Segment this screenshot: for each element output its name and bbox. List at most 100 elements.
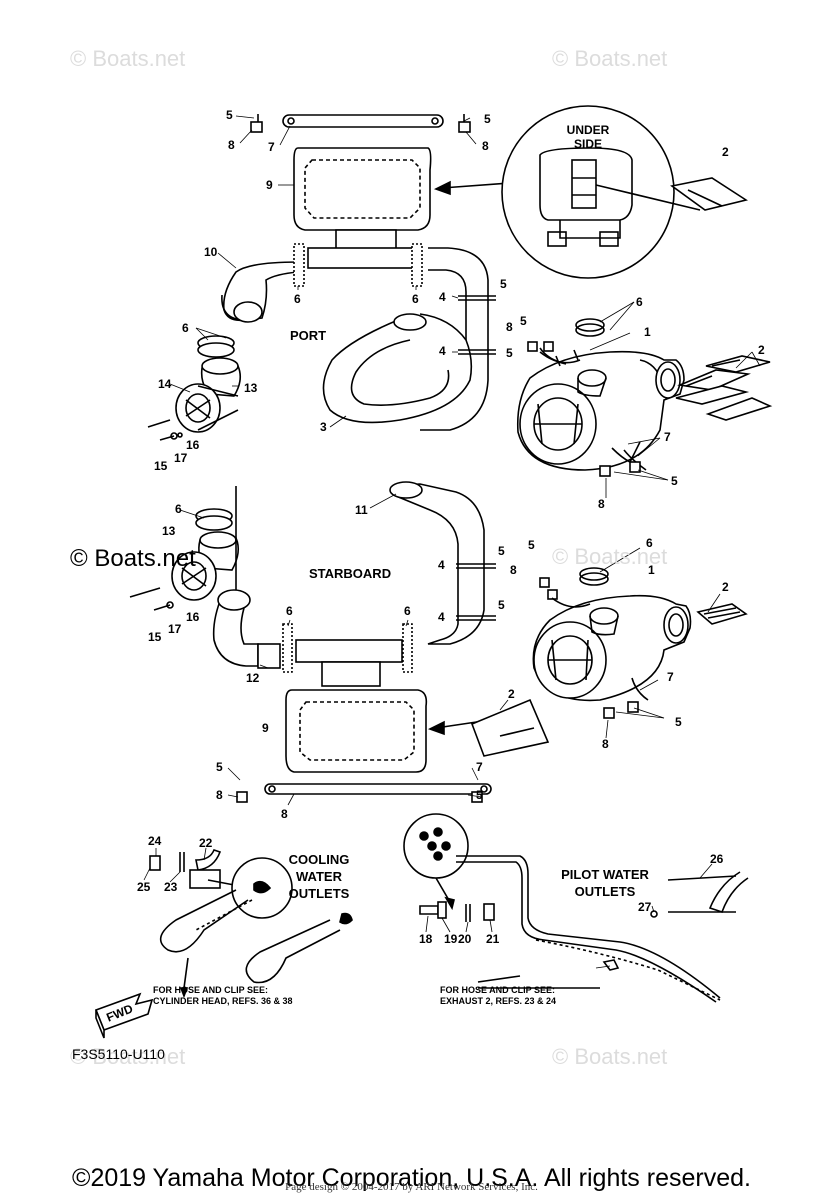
watermark: © Boats.net — [70, 1044, 186, 1069]
cooling-label-line3: OUTLETS — [288, 886, 350, 901]
callout-number: 11 — [355, 503, 368, 517]
callout-number: 2 — [722, 145, 729, 159]
callout-number: 6 — [646, 536, 653, 550]
pilot-note: FOR HOSE AND CLIP SEE: EXHAUST 2, REFS. … — [440, 985, 556, 1007]
callout-number: 2 — [758, 343, 765, 357]
callout-number: 6 — [286, 604, 293, 618]
water-box-port — [175, 335, 242, 433]
cooling-label-line1: COOLING — [288, 852, 350, 867]
callout-number: 4 — [439, 290, 446, 304]
underside-label-line1: UNDER — [566, 123, 610, 137]
callout-number: 4 — [438, 610, 445, 624]
callout-number: 15 — [154, 459, 168, 473]
airbox-starboard — [532, 594, 692, 702]
strap-top — [282, 114, 444, 128]
callout-number: 7 — [667, 670, 674, 684]
muffler-box-bottom — [285, 689, 428, 773]
clamps-starboard — [456, 563, 496, 621]
callout-number: 7 — [476, 760, 483, 774]
pilot-note-line1: FOR HOSE AND CLIP SEE: — [440, 985, 556, 995]
clamp-6-starboard — [579, 567, 609, 586]
callout-number: 27 — [638, 900, 652, 914]
underside-label-line2: SIDE — [573, 137, 602, 151]
pilot-parts — [403, 813, 749, 1003]
cooling-parts — [149, 849, 353, 999]
port-hoses — [221, 243, 489, 431]
nuts-8-starboard — [539, 577, 591, 608]
callout-number: 4 — [439, 344, 446, 358]
callout-number: 8 — [216, 788, 223, 802]
watermark-dark: © Boats.net — [70, 545, 196, 572]
watermark: © Boats.net — [552, 46, 668, 71]
callout-number: 9 — [262, 721, 269, 735]
callout-number: 5 — [498, 598, 505, 612]
clamps-port — [458, 295, 496, 355]
callout-number: 4 — [438, 558, 445, 572]
callout-number: 18 — [419, 932, 433, 946]
underside-label: UNDER SIDE — [548, 123, 628, 151]
callout-number: 6 — [636, 295, 643, 309]
pilot-label-line2: OUTLETS — [574, 884, 636, 899]
callout-number: 7 — [664, 430, 671, 444]
arrow-bottom — [427, 698, 550, 757]
callout-number: 5 — [476, 788, 483, 802]
callout-number: 20 — [458, 932, 472, 946]
callout-number: 7 — [268, 140, 275, 154]
strap-7-starboard — [603, 677, 649, 719]
callout-number: 5 — [675, 715, 682, 729]
diagram-code: F3S5110-U110 — [72, 1046, 165, 1062]
callout-number: 23 — [164, 880, 178, 894]
callout-number: 13 — [162, 524, 176, 538]
callout-number: 6 — [404, 604, 411, 618]
muffler-box-top — [293, 147, 432, 269]
callout-number: 6 — [182, 321, 189, 335]
callout-number: 8 — [482, 139, 489, 153]
starboard-hoses — [212, 481, 485, 687]
strap-bottom — [236, 783, 492, 803]
callout-number: 5 — [506, 346, 513, 360]
pilot-label-line1: PILOT WATER — [561, 867, 649, 882]
callout-number: 5 — [520, 314, 527, 328]
copyright-notice: ©2019 Yamaha Motor Corporation, U.S.A. A… — [72, 1164, 751, 1192]
nut-top-right — [458, 114, 471, 133]
callout-number: 26 — [710, 852, 724, 866]
callout-number: 21 — [486, 932, 500, 946]
callout-number: 8 — [510, 563, 517, 577]
callout-number: 2 — [722, 580, 729, 594]
callout-number: 22 — [199, 836, 213, 850]
callout-number: 16 — [186, 610, 200, 624]
callout-number: 9 — [266, 178, 273, 192]
callout-number: 8 — [228, 138, 235, 152]
callout-number: 1 — [648, 563, 655, 577]
starboard-label: STARBOARD — [309, 566, 392, 581]
airbox-port — [516, 347, 685, 471]
callout-number: 6 — [175, 502, 182, 516]
screws-starboard — [129, 587, 174, 611]
callout-number: 1 — [644, 325, 651, 339]
watermark: © Boats.net — [70, 46, 186, 71]
underside-detail-circle — [501, 105, 748, 279]
water-box-starboard — [171, 486, 240, 601]
callout-number: 24 — [148, 834, 162, 848]
watermark: © Boats.net — [552, 544, 668, 569]
callout-number: 8 — [598, 497, 605, 511]
callout-number: 5 — [528, 538, 535, 552]
cooling-label: COOLING WATER OUTLETS — [276, 851, 362, 902]
clamp-6-port — [575, 318, 605, 337]
pilot-label: PILOT WATER OUTLETS — [540, 866, 670, 900]
callout-number: 14 — [158, 377, 172, 391]
callout-number: 19 — [444, 932, 458, 946]
callout-number: 2 — [508, 687, 515, 701]
callout-number: 5 — [671, 474, 678, 488]
callout-number: 13 — [244, 381, 258, 395]
callout-number: 5 — [484, 112, 491, 126]
callout-number: 10 — [204, 245, 218, 259]
cooling-note-line2: CYLINDER HEAD, REFS. 36 & 38 — [153, 996, 293, 1006]
callout-number: 17 — [168, 622, 182, 636]
callout-number: 5 — [498, 544, 505, 558]
strap-7-port — [599, 441, 647, 477]
callout-number: 5 — [500, 277, 507, 291]
callout-number: 6 — [412, 292, 419, 306]
callout-number: 3 — [320, 420, 327, 434]
